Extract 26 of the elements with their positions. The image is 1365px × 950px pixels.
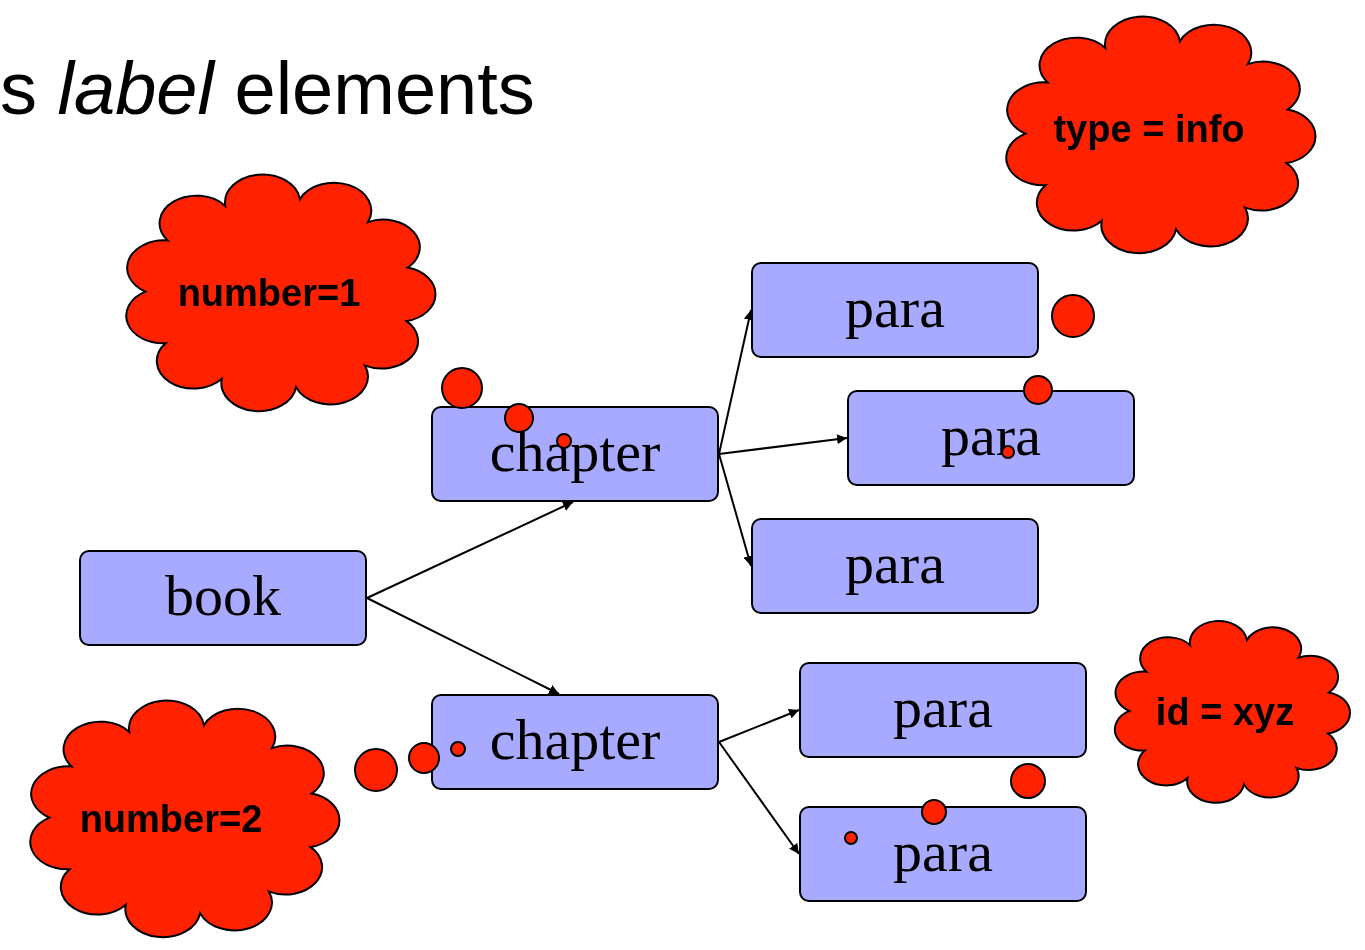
cloud-label: id = xyz: [1155, 690, 1295, 734]
cloud-label: type = info: [1053, 107, 1245, 151]
element-box: [751, 518, 1039, 614]
element-name: para: [845, 279, 945, 337]
element-box: [799, 806, 1087, 902]
element-box: [431, 694, 719, 790]
slide-title: s label elements: [0, 52, 535, 126]
arrow: [718, 434, 848, 455]
arrow: [366, 501, 574, 599]
element-name: chapter: [489, 711, 661, 769]
element-box: [799, 662, 1087, 758]
cloud-label: number=1: [177, 271, 361, 315]
element-name: para: [893, 823, 993, 881]
arrow: [366, 597, 560, 695]
element-name: para: [845, 535, 945, 593]
element-box: [751, 262, 1039, 358]
element-name: para: [941, 407, 1041, 465]
element-box: [79, 550, 367, 646]
element-name: chapter: [489, 423, 661, 481]
arrow: [718, 709, 800, 743]
element-name: para: [893, 679, 993, 737]
arrow: [718, 741, 800, 855]
element-box: [431, 406, 719, 502]
cloud-label: number=2: [79, 797, 263, 841]
element-box: [847, 390, 1135, 486]
element-name: book: [165, 567, 281, 625]
